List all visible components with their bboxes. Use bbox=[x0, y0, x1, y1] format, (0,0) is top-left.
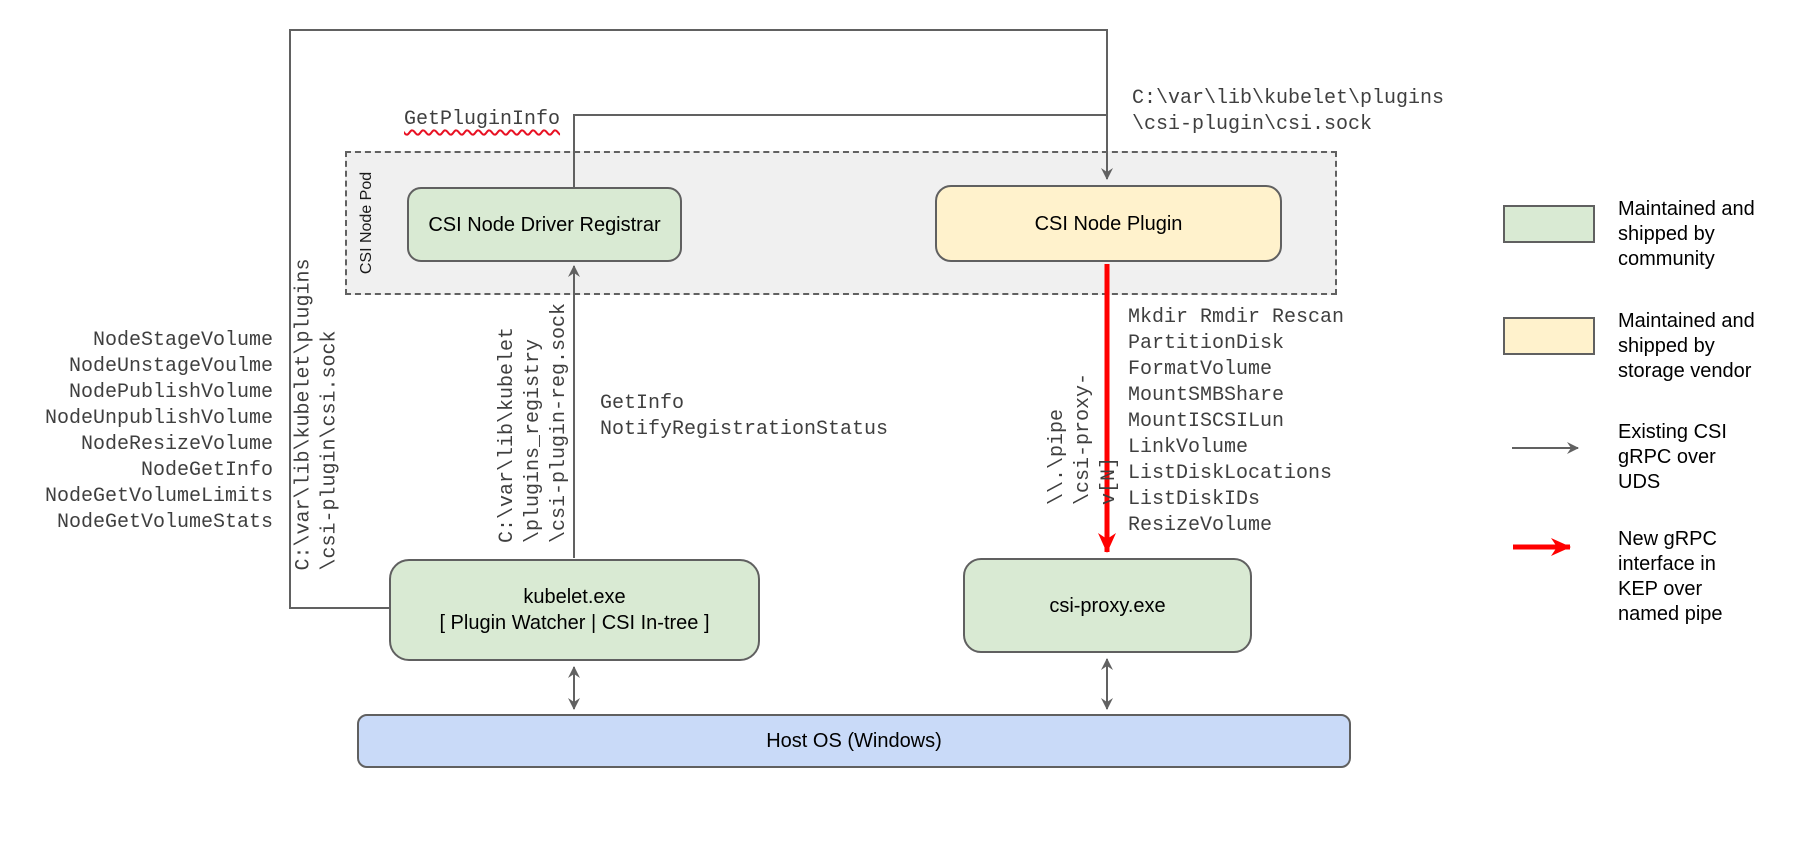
csi-node-driver-registrar-box: CSI Node Driver Registrar bbox=[407, 187, 682, 262]
kubelet-box: kubelet.exe [ Plugin Watcher | CSI In-tr… bbox=[389, 559, 760, 661]
csi-sock-path-label-top: C:\var\lib\kubelet\plugins \csi-plugin\c… bbox=[1132, 87, 1445, 136]
legend-namedpipe-arrow-label: New gRPC interface in KEP over named pip… bbox=[1618, 528, 1723, 625]
csi-node-plugin-box: CSI Node Plugin bbox=[935, 185, 1282, 262]
named-pipe-path-label: \\.\pipe \csi-proxy-v[N] bbox=[1046, 372, 1121, 505]
getplugininfo-label: GetPluginInfo bbox=[404, 108, 561, 131]
registration-calls-label: GetInfo NotifyRegistrationStatus bbox=[600, 392, 889, 441]
csi-node-pod-label: CSI Node Pod bbox=[358, 171, 375, 275]
legend-uds-arrow-label: Existing CSI gRPC over UDS bbox=[1618, 421, 1727, 493]
host-os-box: Host OS (Windows) bbox=[357, 714, 1351, 768]
registration-sock-path-label: C:\var\lib\kubelet \plugins_registry \cs… bbox=[496, 302, 571, 543]
legend-vendor-label: Maintained and shipped by storage vendor bbox=[1618, 310, 1755, 382]
legend-vendor-swatch bbox=[1503, 317, 1595, 355]
csi-sock-path-label-left: C:\var\lib\kubelet\plugins \csi-plugin\c… bbox=[292, 258, 342, 571]
legend-community-swatch bbox=[1503, 205, 1595, 243]
legend-community-label: Maintained and shipped by community bbox=[1618, 198, 1755, 270]
csi-proxy-box: csi-proxy.exe bbox=[963, 558, 1252, 653]
csi-proxy-api-list: Mkdir Rmdir Rescan PartitionDisk FormatV… bbox=[1128, 306, 1345, 537]
node-rpc-call-list: NodeStageVolume NodeUnstageVoulme NodePu… bbox=[44, 329, 273, 534]
